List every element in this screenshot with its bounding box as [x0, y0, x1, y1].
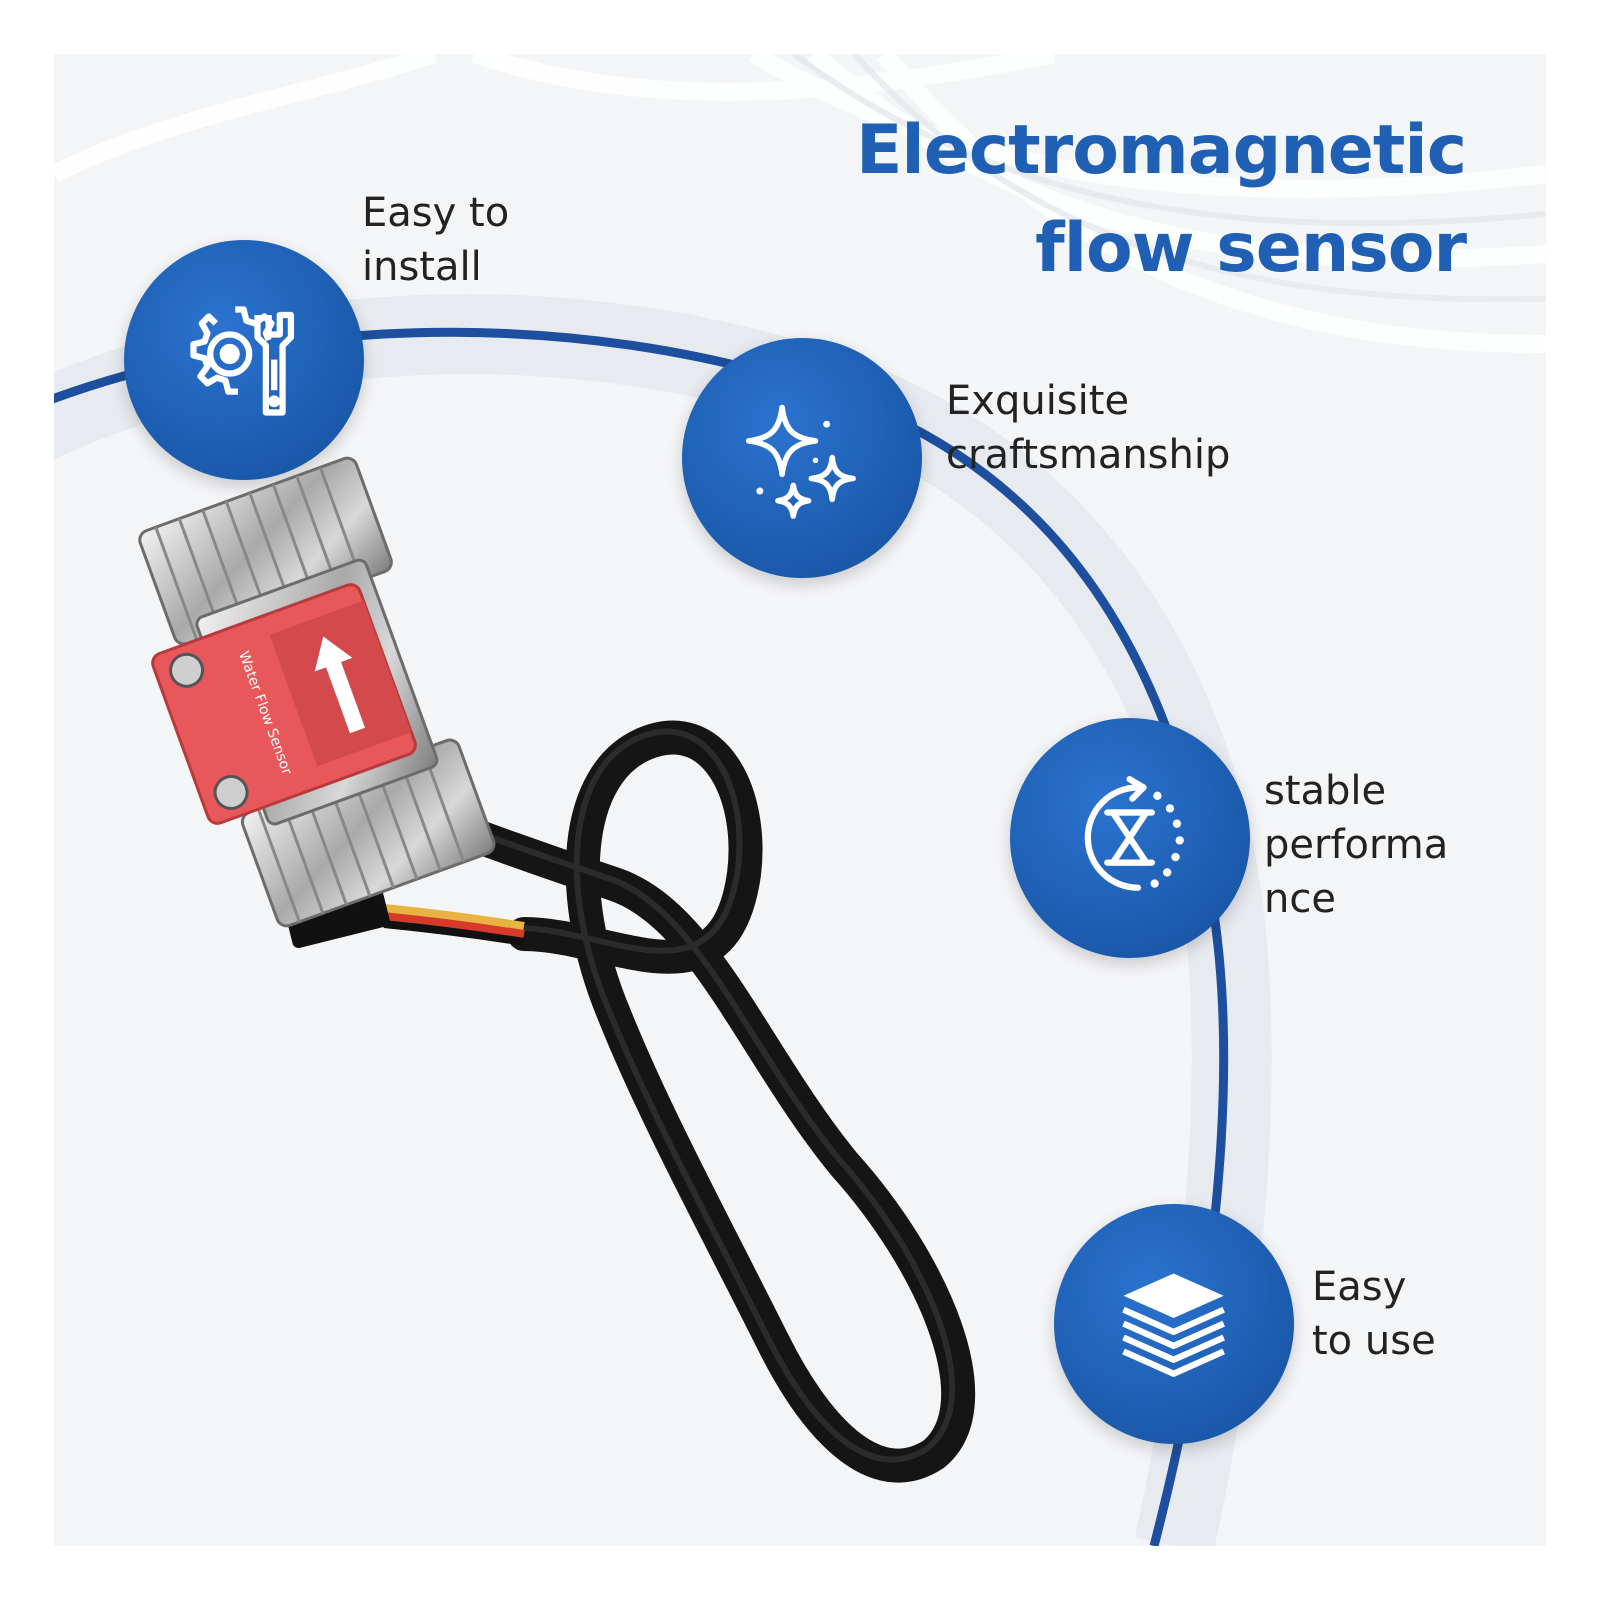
feature-label-install: Easy to install	[362, 190, 510, 290]
gear-wrench-icon	[190, 306, 295, 417]
sparkle-stars-icon	[746, 405, 857, 520]
feature-label-craftsmanship: Exquisite craftsmanship	[946, 378, 1231, 478]
page-title: Electromagnetic flow sensor	[855, 102, 1467, 298]
flow-sensor-photo: Water Flow Sensor	[138, 456, 976, 1483]
product-banner: Electromagnetic flow sensor Easy to inst…	[54, 54, 1546, 1546]
title-line-1: Electromagnetic	[855, 111, 1467, 190]
feature-circle-craftsmanship	[682, 338, 922, 578]
stacked-layers-icon	[1122, 1273, 1226, 1378]
feature-label-performance: stable performa nce	[1264, 768, 1449, 922]
background-arc	[54, 54, 1546, 1546]
feature-circle-install	[124, 240, 364, 480]
feature-circle-easy-use	[1054, 1204, 1294, 1444]
feature-circle-performance	[1010, 718, 1250, 958]
sensor-body: Water Flow Sensor	[138, 456, 496, 928]
hourglass-cycle-icon	[1085, 776, 1185, 892]
feature-label-easy-use: Easy to use	[1312, 1264, 1436, 1364]
title-line-2: flow sensor	[1035, 209, 1467, 288]
sensor-cable	[297, 720, 976, 1483]
